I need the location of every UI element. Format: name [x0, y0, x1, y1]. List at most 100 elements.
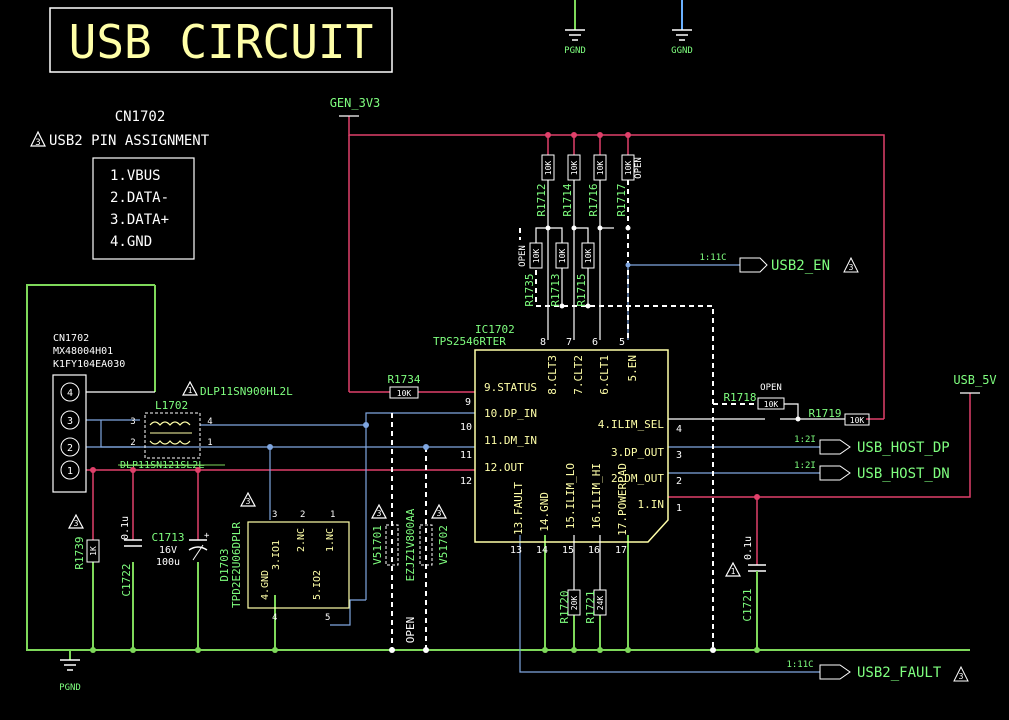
ic-ref: IC1702 — [475, 323, 515, 336]
svg-text:16.ILIM_HI: 16.ILIM_HI — [590, 463, 603, 529]
svg-text:1: 1 — [207, 438, 212, 448]
svg-text:13: 13 — [510, 545, 522, 556]
svg-text:10: 10 — [460, 422, 472, 433]
ic-part: TPS2546RTER — [433, 335, 506, 348]
net-usb-host-dn: 1:2I USB_HOST_DN — [794, 461, 950, 482]
svg-text:MX48004H01: MX48004H01 — [53, 346, 113, 357]
svg-text:3: 3 — [246, 497, 251, 506]
svg-text:1: 1 — [676, 503, 682, 514]
svg-text:C1722: C1722 — [120, 563, 133, 596]
svg-text:R1714: R1714 — [561, 183, 574, 216]
warning-triangle-icon — [239, 491, 257, 507]
ic-top-pins: 8 8.CLT3 7 7.CLT2 6 6.CLT1 5 5.EN — [540, 337, 639, 395]
warning-triangle-icon — [724, 561, 742, 577]
svg-text:3: 3 — [849, 263, 854, 272]
svg-text:OPEN: OPEN — [760, 383, 782, 393]
svg-text:2: 2 — [300, 510, 305, 520]
pin-item: 2.DATA- — [110, 190, 169, 206]
svg-text:R1718: R1718 — [723, 391, 756, 404]
resistor-r1739: 1K R1739 3 — [67, 513, 100, 570]
svg-text:1: 1 — [731, 567, 736, 576]
pin-item: 3.DATA+ — [110, 212, 169, 228]
svg-text:V51702: V51702 — [437, 525, 450, 565]
svg-text:7.CLT2: 7.CLT2 — [572, 355, 585, 395]
resistor-r1721: 24K R1721 — [584, 535, 607, 624]
svg-text:10K: 10K — [624, 161, 633, 176]
svg-text:11.DM_IN: 11.DM_IN — [484, 434, 537, 447]
svg-text:V51701: V51701 — [371, 525, 384, 565]
svg-text:OPEN: OPEN — [634, 157, 644, 179]
pin-item: 4.GND — [110, 234, 152, 250]
page-title: USB CIRCUIT — [69, 15, 374, 69]
power-wires — [86, 115, 980, 565]
svg-text:16V: 16V — [159, 545, 177, 556]
svg-text:R1721: R1721 — [584, 590, 597, 623]
pin-assignment-note: CN1702 3 USB2 PIN ASSIGNMENT 1.VBUS 2.DA… — [30, 109, 210, 260]
svg-text:0.1u: 0.1u — [743, 536, 754, 560]
resistor-r1713: 10K R1713 — [548, 227, 569, 307]
svg-text:3: 3 — [74, 519, 79, 528]
svg-text:2.NC: 2.NC — [296, 528, 307, 552]
svg-text:R1720: R1720 — [558, 590, 571, 623]
resistor-r1715: 10K R1715 — [574, 227, 595, 307]
resistor-r1716: 10K R1716 — [587, 154, 607, 340]
svg-text:10K: 10K — [558, 249, 567, 264]
svg-text:1:11C: 1:11C — [699, 253, 726, 263]
svg-text:4.ILIM_SEL: 4.ILIM_SEL — [598, 418, 665, 431]
svg-text:4: 4 — [67, 388, 73, 399]
svg-text:17.POWERPAD: 17.POWERPAD — [616, 463, 629, 536]
svg-text:6.CLT1: 6.CLT1 — [598, 355, 611, 395]
svg-text:EZJZ1V800AA: EZJZ1V800AA — [404, 508, 417, 581]
svg-text:10K: 10K — [544, 161, 553, 176]
svg-text:4: 4 — [676, 424, 682, 435]
ic1702: IC1702 TPS2546RTER 8 8.CLT3 7 7.CLT2 6 6… — [433, 323, 682, 556]
warning-triangle-icon — [370, 503, 388, 519]
svg-text:14.GND: 14.GND — [538, 492, 551, 532]
svg-text:3: 3 — [676, 450, 682, 461]
svg-text:5: 5 — [619, 337, 625, 348]
connector-cn1702: CN1702 MX48004H01 K1FY104EA030 4 3 2 1 — [52, 333, 125, 493]
svg-text:R1712: R1712 — [535, 183, 548, 216]
ic-right-pins: 4.ILIM_SEL 4 3.DP_OUT 3 2.DM_OUT 2 1.IN … — [598, 418, 682, 514]
warning-triangle-icon — [30, 130, 46, 147]
warning-triangle-icon — [181, 380, 199, 396]
svg-text:K1FY104EA030: K1FY104EA030 — [53, 359, 125, 370]
svg-text:5: 5 — [325, 613, 330, 623]
svg-text:1.NC: 1.NC — [325, 528, 336, 552]
svg-text:12: 12 — [460, 476, 472, 487]
svg-text:R1739: R1739 — [73, 536, 86, 569]
title-block: USB CIRCUIT — [49, 7, 393, 73]
gen-3v3-label: GEN_3V3 — [330, 96, 381, 110]
svg-text:3: 3 — [272, 510, 277, 520]
svg-text:USB_HOST_DN: USB_HOST_DN — [857, 466, 950, 482]
net-usb2-en: 1:11C USB2_EN 3 — [699, 253, 859, 274]
svg-text:17: 17 — [615, 545, 627, 556]
svg-text:10K: 10K — [764, 400, 779, 409]
svg-text:10K: 10K — [570, 161, 579, 176]
svg-text:20K: 20K — [570, 596, 579, 611]
svg-text:2.DM_OUT: 2.DM_OUT — [611, 472, 664, 485]
svg-text:0.1u: 0.1u — [120, 516, 131, 540]
svg-text:12.OUT: 12.OUT — [484, 461, 524, 474]
warning-triangle-icon — [430, 503, 448, 519]
net-usb2-fault: 1:11C USB2_FAULT 3 — [786, 660, 969, 682]
svg-text:14: 14 — [536, 545, 548, 556]
svg-text:OPEN: OPEN — [518, 245, 528, 267]
svg-text:100u: 100u — [156, 557, 180, 568]
svg-text:3: 3 — [35, 138, 40, 148]
svg-text:3: 3 — [130, 417, 135, 427]
svg-text:6: 6 — [592, 337, 598, 348]
capacitor-c1722: 0.1u C1722 — [120, 516, 142, 597]
varistors: 3 3 V51701 V51702 EZJZ1V800AA OPEN — [370, 503, 450, 643]
open-dashes — [391, 180, 714, 650]
svg-text:4: 4 — [272, 613, 277, 623]
svg-text:DLP11SN900HL2L: DLP11SN900HL2L — [200, 385, 293, 398]
svg-text:USB2_EN: USB2_EN — [771, 258, 830, 274]
svg-text:TPD2E2U06DPLR: TPD2E2U06DPLR — [230, 522, 243, 608]
esd-d1703: 3 D1703 TPD2E2U06DPLR 3.IO1 2.NC 1.NC 4.… — [218, 491, 350, 623]
svg-text:1.IN: 1.IN — [638, 498, 665, 511]
pin-item: 1.VBUS — [110, 168, 161, 184]
svg-text:3: 3 — [67, 416, 73, 427]
svg-text:3: 3 — [377, 509, 382, 518]
